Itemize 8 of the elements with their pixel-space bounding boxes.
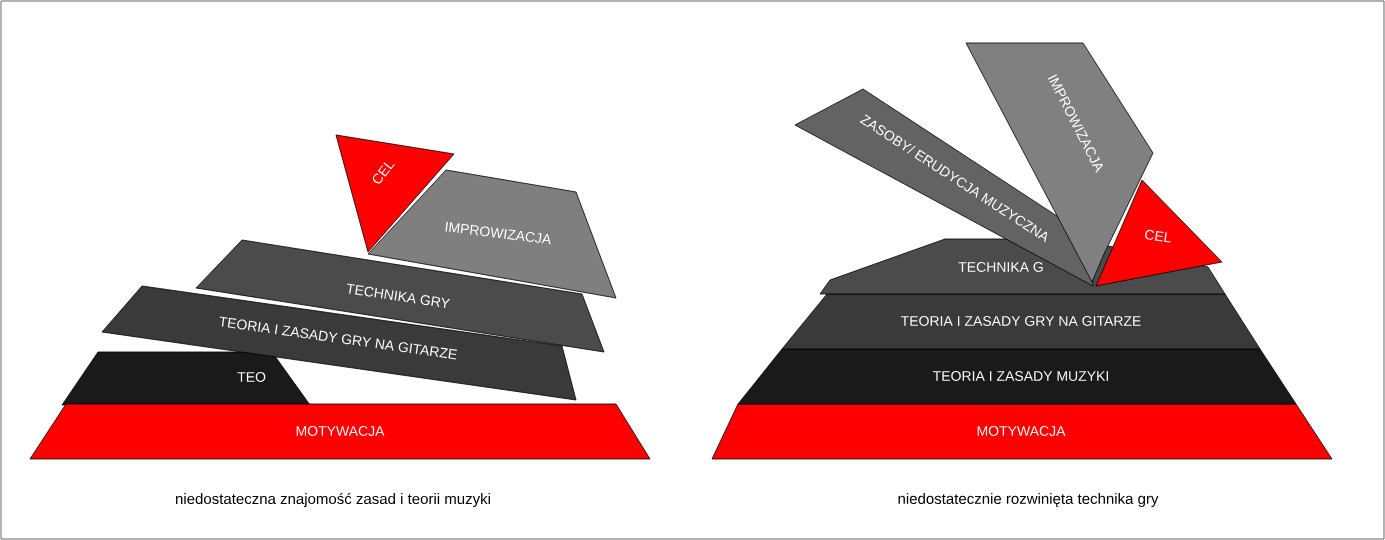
pyramid-block: TEORIA I ZASADY GRY NA GITARZE	[781, 293, 1261, 350]
triangle-block: CEL	[1095, 179, 1223, 287]
pyramid-block: MOTYWACJA	[29, 403, 651, 460]
caption: niedostatecznie rozwinięta technika gry	[898, 493, 1159, 507]
pyramid-block: TEORIA I ZASADY MUZYKI	[737, 348, 1297, 405]
pyramid-block: MOTYWACJA	[711, 403, 1333, 460]
pyramid-block: TEO	[61, 351, 311, 406]
caption: niedostateczna znajomość zasad i teorii muzyki	[176, 492, 490, 508]
